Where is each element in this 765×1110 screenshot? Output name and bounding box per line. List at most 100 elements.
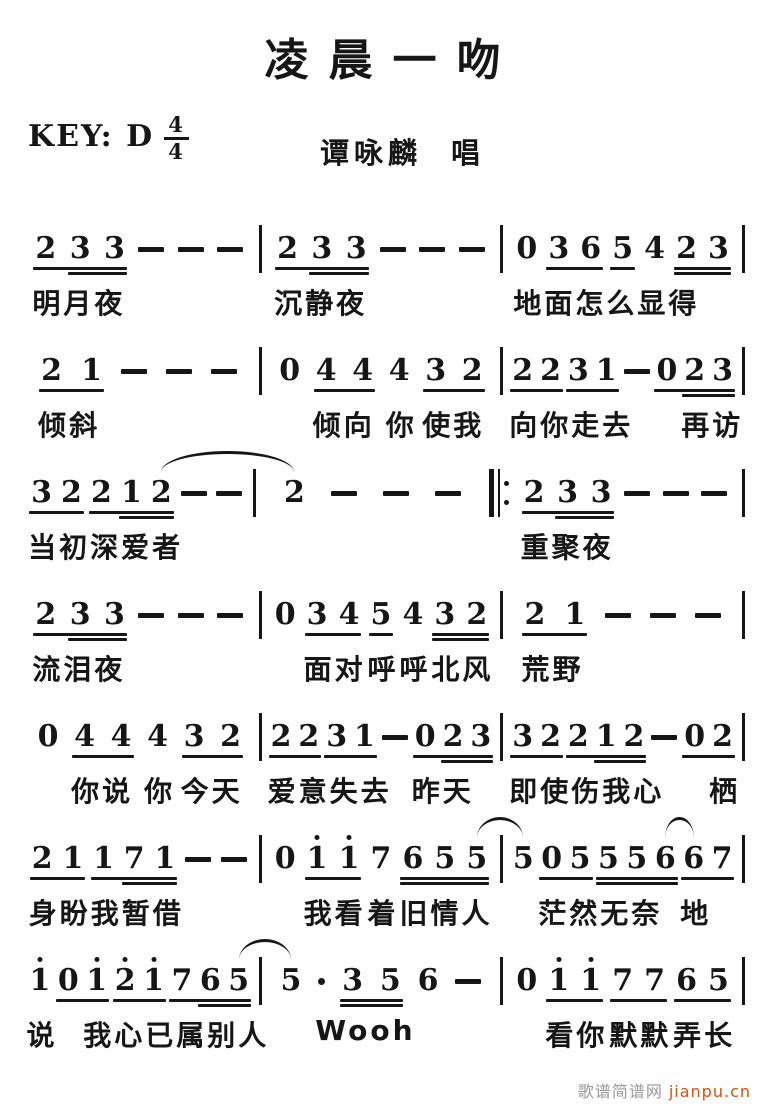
lyrics-row: 身盼我暂借我看着旧情人茫然无奈地 — [22, 888, 747, 930]
note-underline — [674, 272, 731, 275]
barline — [500, 713, 504, 761]
note: 1 — [306, 841, 328, 876]
time-signature: 4 4 — [164, 113, 189, 163]
note: 7 — [123, 841, 145, 876]
watermark-site-url: jianpu.cn — [668, 1082, 751, 1101]
note: 3 — [425, 353, 447, 388]
duration-dash — [662, 490, 689, 496]
repeat-dots — [504, 481, 509, 505]
duration-dash — [217, 246, 244, 252]
note: 2 — [684, 353, 706, 388]
note: 6 — [580, 231, 602, 266]
note: 3 — [434, 597, 456, 632]
lyric: 你 — [385, 409, 417, 442]
note: 2 — [623, 719, 645, 754]
duration-dash — [694, 612, 721, 618]
note-underline — [33, 633, 127, 636]
note-underline — [522, 633, 588, 636]
note: 3 — [326, 719, 348, 754]
duration-dash — [330, 490, 357, 496]
repeat-dot — [504, 500, 509, 505]
note-underline — [565, 755, 647, 758]
note: 7 — [370, 841, 392, 876]
lyric: 着 — [367, 897, 399, 930]
note: 0 — [37, 719, 59, 754]
barline — [500, 835, 504, 883]
note: 4 — [644, 231, 666, 266]
lyric: 向你走去 — [509, 409, 634, 442]
note: 5 — [612, 231, 634, 266]
repeat-thick-bar — [489, 469, 494, 517]
note: 2 — [298, 719, 320, 754]
duration-dash — [623, 368, 650, 374]
barline — [500, 225, 504, 273]
lyric: 北风 — [431, 653, 494, 686]
note: 1 — [143, 963, 164, 998]
note-underline — [539, 877, 593, 880]
note: 3 — [345, 231, 367, 266]
duration-dash — [604, 612, 631, 618]
barline — [258, 225, 262, 273]
note: 4 — [74, 719, 95, 754]
note: 5 — [280, 963, 302, 998]
barline — [742, 957, 746, 1005]
duration-dash — [217, 612, 244, 618]
note: 6 — [676, 963, 697, 998]
key-label: KEY: D — [28, 119, 155, 155]
note: 2 — [524, 597, 546, 632]
lyric: 呼 — [367, 653, 399, 686]
note: 3 — [104, 231, 125, 266]
barline — [742, 835, 746, 883]
note: 1 — [62, 841, 84, 876]
duration-dash — [458, 246, 485, 252]
note: 0 — [684, 719, 706, 754]
note-underline — [169, 999, 252, 1002]
note: 2 — [277, 231, 298, 266]
note: 0 — [274, 841, 296, 876]
lyric: 看你 — [545, 1019, 608, 1052]
note: 1 — [354, 719, 375, 754]
note: 1 — [564, 597, 586, 632]
note: 4 — [338, 597, 360, 632]
song-title: 凌晨一吻 — [264, 35, 521, 86]
note: 0 — [274, 597, 296, 632]
note: 5 — [598, 841, 619, 876]
note-underline — [55, 999, 110, 1002]
note-underline — [340, 1004, 403, 1007]
note-underline — [67, 272, 127, 275]
note-underline — [546, 999, 604, 1002]
note: 2 — [676, 231, 697, 266]
note: 2 — [540, 353, 561, 388]
note: 3 — [183, 719, 205, 754]
duration-dash — [121, 368, 148, 374]
lyric: 荒野 — [521, 653, 584, 686]
note-underline — [432, 638, 490, 641]
lyric: 我心已属别人 — [83, 1019, 270, 1052]
barline — [258, 591, 262, 639]
note: 2 — [220, 719, 241, 754]
note-underline — [610, 999, 668, 1002]
note: 4 — [110, 719, 132, 754]
note: 2 — [61, 475, 82, 510]
duration-dash — [455, 978, 482, 984]
note: 3 — [548, 231, 570, 266]
lyric: Wooh — [315, 1014, 416, 1047]
note: 0 — [414, 719, 436, 754]
duration-dash — [649, 612, 676, 618]
duration-dash — [379, 246, 406, 252]
note-underline — [29, 877, 86, 880]
note-underline — [72, 755, 134, 758]
lyric: 身盼我暂借 — [28, 897, 184, 930]
duration-dash — [185, 856, 212, 862]
note-underline — [275, 267, 369, 270]
note-underline — [682, 755, 735, 758]
watermark-site-name: 歌谱简谱网 — [577, 1082, 663, 1101]
